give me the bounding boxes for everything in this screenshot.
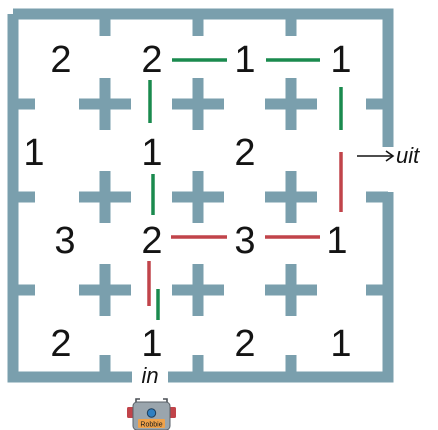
cell-number: 2 (50, 39, 71, 81)
cell-number: 1 (141, 323, 162, 365)
exit-label: uit (396, 143, 420, 168)
cell-number: 2 (234, 132, 255, 174)
wall-cross (79, 264, 131, 316)
wall-cross (172, 171, 224, 223)
wall-cross (265, 78, 317, 130)
cell-number: 1 (141, 132, 162, 174)
wall-cross (172, 78, 224, 130)
cell-number: 2 (234, 323, 255, 365)
maze-walls (7, 8, 394, 383)
cell-number: 1 (326, 220, 347, 262)
cell-number: 1 (330, 39, 351, 81)
cell-number: 1 (23, 132, 44, 174)
cell-number: 3 (54, 220, 75, 262)
arrow-right-icon (357, 150, 395, 162)
green-route (148, 58, 343, 320)
cell-number: 1 (234, 39, 255, 81)
red-route (147, 152, 343, 306)
cell-number: 3 (234, 220, 255, 262)
wall-cross (79, 171, 131, 223)
cell-number: 2 (141, 220, 162, 262)
cell-number: 2 (141, 39, 162, 81)
cell-numbers: 2 2 1 1 1 1 2 3 2 3 1 2 1 2 1 (23, 39, 351, 365)
cell-number: 1 (330, 323, 351, 365)
wall-cross (265, 171, 317, 223)
cell-number: 2 (50, 323, 71, 365)
wall-cross (172, 264, 224, 316)
robot-name: Robbie (140, 422, 162, 429)
wall-cross (79, 78, 131, 130)
wall-cross (265, 264, 317, 316)
entrance-label: in (141, 363, 158, 388)
robot-icon: Robbie (127, 398, 176, 430)
